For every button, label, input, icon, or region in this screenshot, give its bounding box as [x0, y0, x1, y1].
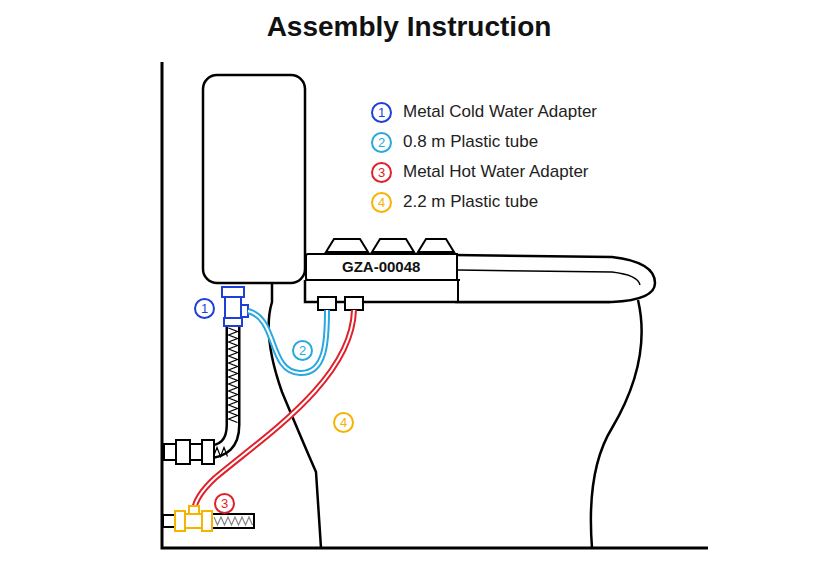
legend-number: 4	[371, 192, 392, 213]
adapter-body	[185, 514, 202, 528]
callout-number: 2	[292, 340, 313, 361]
wall-floor	[162, 62, 708, 548]
hose-braid	[203, 328, 238, 457]
adapter-outlet	[189, 506, 199, 514]
wall-valve-nut	[176, 440, 190, 464]
adapter-nut	[222, 287, 244, 297]
callout-number: 1	[194, 298, 215, 319]
floor-pipe-braid	[214, 517, 253, 525]
braid-zigzag	[214, 517, 253, 525]
plastic-tube-long	[194, 310, 354, 512]
hot-inlet-nut	[345, 297, 363, 310]
plastic-tube-short-inner	[248, 310, 327, 373]
cold-hose-inner	[200, 325, 233, 452]
cold-inlet-nut	[318, 297, 336, 310]
control-buttons	[326, 239, 454, 252]
callout-number: 4	[333, 412, 354, 433]
legend-number: 2	[371, 132, 392, 153]
model-number: GZA-00048	[342, 258, 420, 275]
bidet-seat-box: GZA-00048	[305, 253, 458, 281]
cold-water-adapter	[222, 287, 248, 326]
adapter-body	[225, 297, 241, 325]
adapter-nut	[224, 318, 242, 326]
cold-hose	[200, 325, 233, 452]
floor-braided-pipe	[212, 514, 254, 528]
legend-number: 1	[371, 102, 392, 123]
plastic-tube-long-inner	[194, 310, 354, 512]
adapter-nut	[175, 511, 185, 531]
hot-water-adapter	[175, 506, 212, 531]
wall-valve-nut	[202, 440, 214, 464]
callout-number: 3	[214, 493, 235, 514]
seat-line	[458, 270, 640, 285]
legend-text: 2.2 m Plastic tube	[403, 192, 538, 212]
plastic-tube-short	[248, 310, 327, 373]
bowl-front	[591, 300, 642, 548]
braid-zigzag	[229, 328, 238, 423]
adapter-outlet	[241, 305, 248, 317]
cistern-tank	[203, 75, 305, 283]
title: Assembly Instruction	[0, 11, 818, 43]
legend-number: 3	[371, 162, 392, 183]
legend-text: 0.8 m Plastic tube	[403, 132, 538, 152]
legend-text: Metal Hot Water Adapter	[403, 162, 589, 182]
wall-valve-body	[190, 444, 202, 460]
legend-text: Metal Cold Water Adapter	[403, 102, 597, 122]
wall-valve	[164, 444, 176, 460]
adapter-nut	[202, 511, 212, 531]
seat-lid	[455, 255, 655, 302]
